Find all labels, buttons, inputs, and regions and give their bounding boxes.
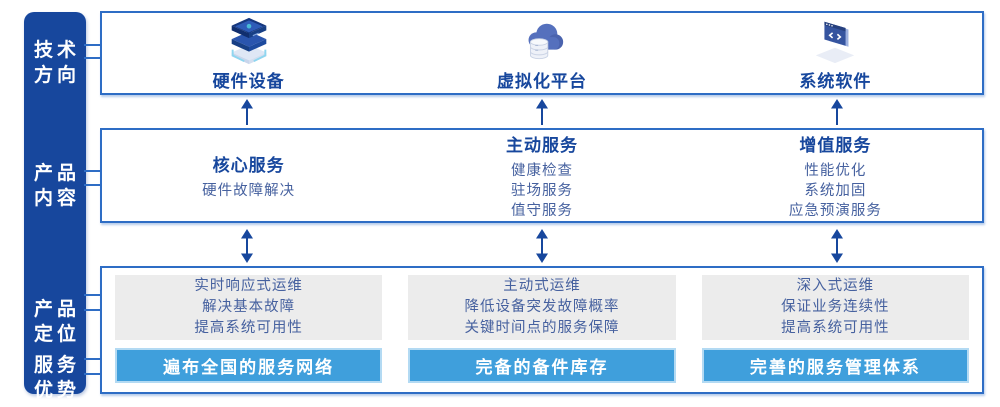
service-line: 硬件故障解决 <box>202 182 296 199</box>
server-stack-icon <box>224 16 274 66</box>
tech-label: 硬件设备 <box>212 72 285 91</box>
up-arrow-icon <box>395 98 690 126</box>
service-title: 主动服务 <box>505 135 578 155</box>
advantage-bar: 完善的服务管理体系 <box>701 348 969 383</box>
service-title: 核心服务 <box>212 155 285 175</box>
positioning-gray-panel: 实时响应式运维 解决基本故障 提高系统可用性 <box>115 275 383 340</box>
service-column-proactive: 主动服务 健康检查 驻场服务 值守服务 <box>395 130 688 221</box>
rail-label-line: 技术 <box>33 40 80 61</box>
rail-label-line: 内容 <box>33 188 80 209</box>
service-line: 值守服务 <box>510 202 573 219</box>
rail-label-line: 产品 <box>33 163 80 184</box>
rail-label-line: 方向 <box>33 65 80 86</box>
positioning-gray-panel: 深入式运维 保证业务连续性 提高系统可用性 <box>701 275 969 340</box>
positioning-gray-panel: 主动式运维 降低设备突发故障概率 关键时间点的服务保障 <box>408 275 676 340</box>
positioning-column-deep: 深入式运维 保证业务连续性 提高系统可用性 完善的服务管理体系 <box>689 268 982 392</box>
service-column-value-added: 增值服务 性能优化 系统加固 应急预演服务 <box>689 130 982 221</box>
positioning-line: 主动式运维 <box>503 278 581 294</box>
connector-line <box>84 309 115 311</box>
connector-line <box>84 373 115 375</box>
tech-item-virtualization: 虚拟化平台 <box>395 13 688 93</box>
code-window-icon <box>810 16 860 66</box>
arrow-band-double <box>100 228 984 264</box>
positioning-line: 保证业务连续性 <box>781 299 890 315</box>
positioning-line: 提高系统可用性 <box>781 320 890 336</box>
advantage-bar: 完备的备件库存 <box>408 348 676 383</box>
service-line: 应急预演服务 <box>788 202 882 219</box>
connector-line <box>84 44 101 46</box>
up-arrow-icon <box>689 98 984 126</box>
service-line: 驻场服务 <box>510 182 573 199</box>
positioning-line: 降低设备突发故障概率 <box>464 299 620 315</box>
service-title: 增值服务 <box>799 135 872 155</box>
up-arrow-icon <box>100 98 395 126</box>
rail-label-product-positioning: 产品 定位 <box>24 297 86 347</box>
service-line: 性能优化 <box>804 162 867 179</box>
rail-label-line: 优势 <box>33 380 80 401</box>
positioning-column-realtime: 实时响应式运维 解决基本故障 提高系统可用性 遍布全国的服务网络 <box>102 268 395 392</box>
positioning-column-proactive: 主动式运维 降低设备突发故障概率 关键时间点的服务保障 完备的备件库存 <box>395 268 688 392</box>
positioning-box: 实时响应式运维 解决基本故障 提高系统可用性 遍布全国的服务网络 主动式运维 降… <box>100 266 984 394</box>
double-arrow-icon <box>395 228 690 264</box>
rail-label-line: 定位 <box>33 324 80 345</box>
tech-label: 虚拟化平台 <box>496 72 587 91</box>
advantage-bar: 遍布全国的服务网络 <box>115 348 383 383</box>
double-arrow-icon <box>100 228 395 264</box>
tech-item-hardware: 硬件设备 <box>102 13 395 93</box>
cloud-database-icon <box>517 16 567 66</box>
tech-item-system-software: 系统软件 <box>689 13 982 93</box>
double-arrow-icon <box>689 228 984 264</box>
tech-label: 系统软件 <box>799 72 872 91</box>
product-content-box: 核心服务 硬件故障解决 主动服务 健康检查 驻场服务 值守服务 增值服务 性能优… <box>100 128 984 223</box>
service-line: 健康检查 <box>510 162 573 179</box>
left-category-rail: 技术 方向 产品 内容 产品 定位 服务 优势 <box>24 12 86 401</box>
rail-label-line: 产品 <box>33 299 80 320</box>
connector-line <box>84 170 101 172</box>
positioning-line: 解决基本故障 <box>202 299 296 315</box>
rail-label-tech-direction: 技术 方向 <box>24 38 86 88</box>
rail-label-service-advantage: 服务 优势 <box>24 353 86 403</box>
connector-line <box>84 57 101 59</box>
arrow-band-up <box>100 98 984 126</box>
connector-line <box>84 358 115 360</box>
positioning-line: 实时响应式运维 <box>194 278 303 294</box>
positioning-line: 提高系统可用性 <box>194 320 303 336</box>
connector-line <box>84 184 101 186</box>
connector-line <box>84 294 115 296</box>
tech-direction-box: 硬件设备 虚拟化平台 <box>100 11 984 95</box>
service-column-core: 核心服务 硬件故障解决 <box>102 130 395 221</box>
rail-label-line: 服务 <box>33 355 80 376</box>
service-line: 系统加固 <box>804 182 867 199</box>
rail-label-product-content: 产品 内容 <box>24 161 86 211</box>
positioning-line: 关键时间点的服务保障 <box>464 320 620 336</box>
positioning-line: 深入式运维 <box>796 278 875 294</box>
